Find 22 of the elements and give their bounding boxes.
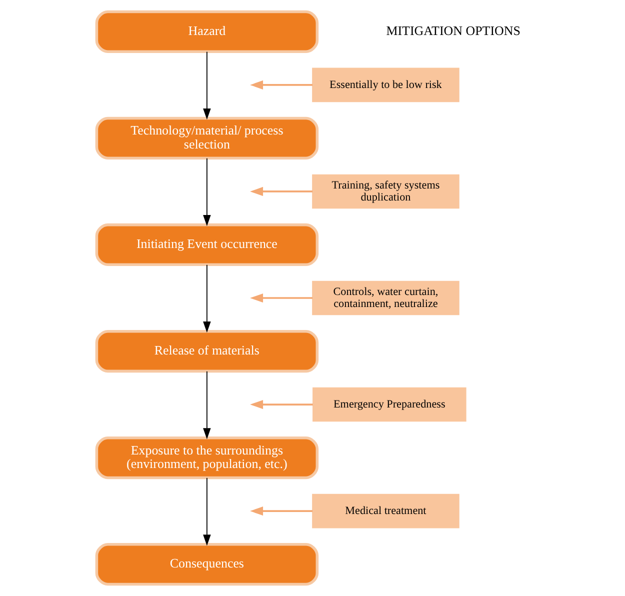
arrow: [250, 506, 312, 516]
arrow: [250, 80, 312, 90]
arrow: [250, 293, 312, 303]
node-box: Emergency Preparedness: [312, 387, 466, 422]
arrow: [202, 370, 210, 440]
node-box: Medical treatment: [312, 494, 459, 528]
node-box: Hazard: [94, 10, 318, 53]
arrow: [202, 264, 210, 333]
arrow: [250, 186, 312, 196]
node-box: Initiating Event occurrence: [94, 223, 318, 266]
arrow: [250, 400, 312, 410]
node-box: Controls, water curtain, containment, neutralize: [312, 280, 459, 316]
arrow: [202, 477, 210, 546]
node-box: Exposure to the surroundings (environment, population, etc.): [94, 436, 318, 480]
node-box: Consequences: [94, 543, 318, 586]
arrow: [202, 158, 210, 226]
node-box: Technology/material/ process selection: [94, 116, 318, 160]
node-box: Release of materials: [94, 330, 318, 373]
node-box: Training, safety systems duplication: [312, 174, 459, 209]
arrow: [202, 51, 210, 120]
node-box: Essentially to be low risk: [312, 68, 459, 102]
label: MITIGATION OPTIONS: [386, 23, 520, 38]
